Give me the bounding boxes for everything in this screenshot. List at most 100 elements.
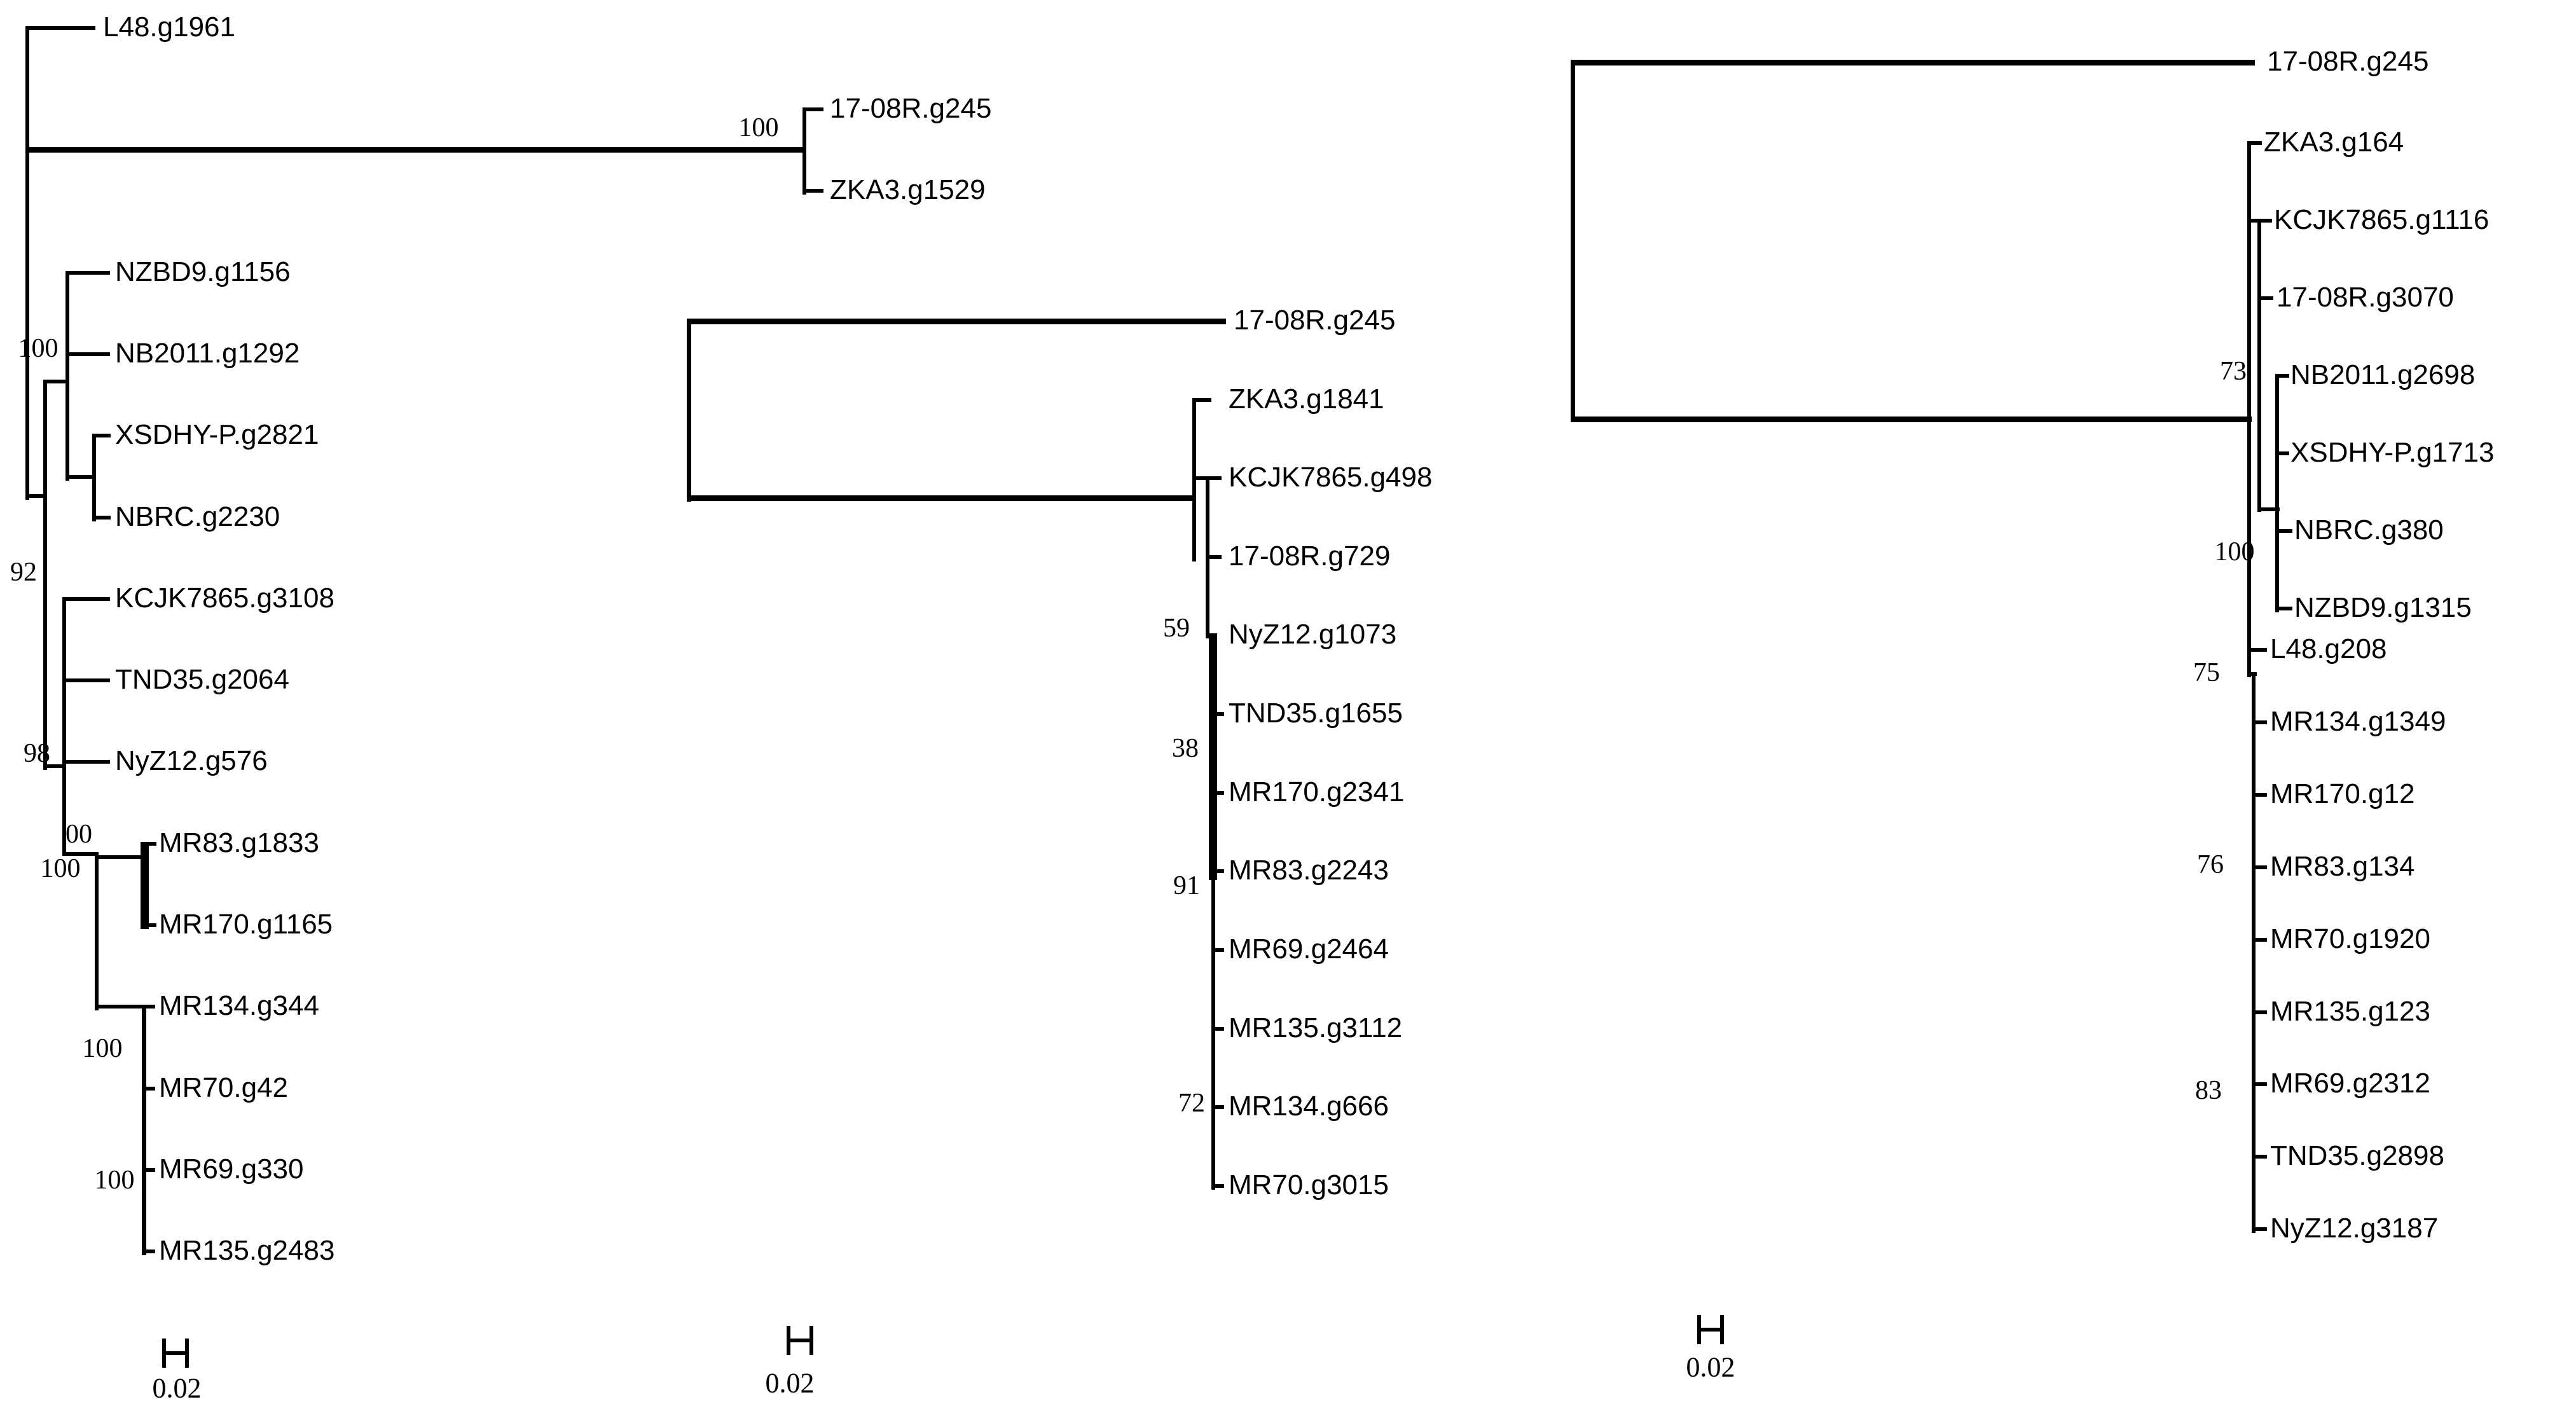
- bootstrap-support-value: 00: [65, 820, 92, 849]
- branch-segment: [62, 852, 99, 856]
- tip-label: MR70.g3015: [1229, 1169, 1389, 1201]
- branch-segment: [2247, 219, 2262, 223]
- bootstrap-support-value: 73: [2220, 357, 2247, 386]
- tip-label: TND35.g2064: [115, 664, 289, 695]
- branch-segment: [2252, 1227, 2267, 1231]
- tip-label: TND35.g1655: [1229, 698, 1403, 729]
- branch-segment: [95, 852, 99, 1010]
- branch-segment: [62, 678, 110, 682]
- tip-label: NyZ12.g3187: [2270, 1213, 2439, 1244]
- branch-segment: [1206, 555, 1222, 559]
- branch-segment: [141, 842, 149, 929]
- tip-label: 17-08R.g245: [830, 93, 992, 124]
- bootstrap-support-value: 76: [2197, 850, 2224, 879]
- branch-segment: [2252, 938, 2267, 942]
- tip-label: ZKA3.g1529: [830, 174, 986, 205]
- branch-segment: [145, 923, 156, 927]
- branch-segment: [2252, 1155, 2267, 1159]
- branch-segment: [1571, 60, 1575, 422]
- branch-segment: [65, 271, 69, 481]
- bootstrap-support-value: 83: [2195, 1076, 2222, 1105]
- branch-segment: [2257, 507, 2280, 511]
- branch-segment: [25, 26, 95, 30]
- scale-bar: [1699, 1328, 1722, 1332]
- scale-bar: [185, 1339, 189, 1368]
- branch-segment: [2252, 672, 2256, 1233]
- branch-segment: [25, 26, 29, 500]
- branch-segment: [802, 107, 806, 195]
- branch-segment: [25, 147, 802, 153]
- branch-segment: [1571, 60, 2255, 65]
- branch-segment: [1571, 416, 2252, 422]
- tip-label: MR135.g3112: [1229, 1012, 1403, 1043]
- branch-segment: [25, 494, 47, 498]
- scale-bar: [162, 1339, 166, 1368]
- tip-label: MR69.g2312: [2270, 1068, 2430, 1099]
- branch-segment: [1211, 1027, 1224, 1031]
- bootstrap-support-value: 98: [24, 739, 50, 768]
- branch-segment: [802, 189, 823, 193]
- tip-label: ZKA3.g1841: [1229, 383, 1384, 415]
- scale-bar: [787, 1326, 790, 1355]
- scale-bar: [789, 1339, 811, 1342]
- branch-segment: [1211, 712, 1224, 716]
- branch-segment: [92, 434, 96, 521]
- branch-segment: [62, 597, 110, 601]
- tip-label: L48.g1961: [103, 11, 235, 43]
- branch-segment: [2275, 374, 2279, 612]
- branch-segment: [2252, 865, 2267, 869]
- tip-label: MR134.g344: [159, 990, 319, 1021]
- branch-segment: [2275, 607, 2292, 610]
- tip-label: MR83.g2243: [1229, 855, 1389, 886]
- tip-label: NyZ12.g1073: [1229, 619, 1397, 650]
- bootstrap-support-value: 100: [82, 1034, 123, 1063]
- branch-segment: [144, 1087, 155, 1091]
- branch-segment: [1206, 476, 1222, 480]
- tip-label: NB2011.g2698: [2290, 359, 2476, 390]
- branch-segment: [2257, 219, 2261, 512]
- branch-segment: [145, 842, 156, 846]
- branch-segment: [2247, 648, 2267, 652]
- tip-label: KCJK7865.g1116: [2274, 204, 2490, 235]
- branch-segment: [2257, 219, 2272, 223]
- tip-label: MR70.g42: [159, 1072, 289, 1103]
- branch-segment: [1192, 476, 1209, 480]
- branch-segment: [687, 495, 1196, 501]
- tip-label: XSDHY-P.g2821: [115, 419, 319, 450]
- branch-segment: [65, 352, 110, 356]
- scale-bar-value: 0.02: [765, 1367, 815, 1399]
- tip-label: MR83.g134: [2270, 851, 2415, 882]
- branch-segment: [1211, 948, 1224, 952]
- bootstrap-support-value: 38: [1172, 734, 1199, 763]
- tip-label: MR69.g330: [159, 1153, 304, 1185]
- tip-label: MR170.g1165: [159, 909, 333, 940]
- branch-segment: [62, 760, 110, 764]
- bootstrap-support-value: 75: [2193, 658, 2220, 687]
- branch-segment: [1211, 1184, 1224, 1188]
- branch-segment: [43, 380, 69, 383]
- branch-segment: [2252, 720, 2267, 724]
- branch-segment: [92, 516, 111, 520]
- branch-segment: [2257, 296, 2273, 300]
- tip-label: NZBD9.g1156: [115, 256, 291, 287]
- branch-segment: [1211, 1105, 1224, 1109]
- branch-segment: [65, 475, 96, 479]
- tip-label: MR170.g12: [2270, 778, 2415, 809]
- branch-segment: [2252, 1082, 2267, 1086]
- branch-segment: [2275, 451, 2289, 455]
- branch-segment: [142, 1005, 146, 1255]
- tip-label: NBRC.g380: [2294, 514, 2444, 546]
- tip-label: KCJK7865.g498: [1229, 462, 1433, 493]
- branch-segment: [144, 1005, 155, 1008]
- tip-label: TND35.g2898: [2270, 1140, 2444, 1171]
- tip-label: 17-08R.g245: [1234, 305, 1396, 336]
- tip-label: MR134.g666: [1229, 1091, 1389, 1122]
- branch-segment: [2247, 141, 2262, 145]
- tip-label: MR83.g1833: [159, 827, 319, 858]
- tip-label: MR170.g2341: [1229, 776, 1405, 808]
- bootstrap-support-value: 59: [1163, 614, 1190, 643]
- branch-segment: [2252, 793, 2267, 797]
- tip-label: 17-08R.g245: [2267, 46, 2429, 77]
